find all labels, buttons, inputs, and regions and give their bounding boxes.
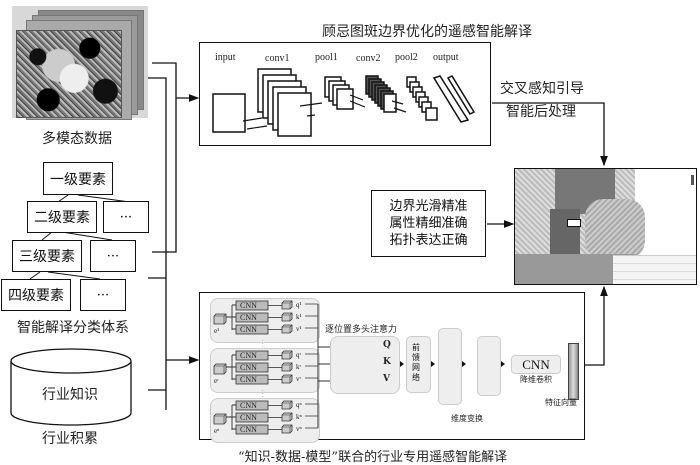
svg-text:·: · [262, 341, 264, 347]
branchn-q: qⁿ [296, 401, 302, 409]
quality-criteria-box: 边界光滑精准 属性精细准确 拓扑表达正确 [371, 190, 486, 257]
dim-transform-block-2 [477, 336, 501, 396]
branchr-e: eʳ [214, 377, 219, 385]
bottom-module-box [199, 292, 585, 440]
taxonomy-level2-more: ··· [103, 201, 149, 233]
quality-line-topology: 拓扑表达正确 [389, 233, 468, 248]
dim-transform-block-1 [438, 328, 462, 405]
bottom-module-caption: “知识-数据-模型”联合的行业专用遥感智能解译 [238, 450, 508, 465]
multimodal-data-label: 多模态数据 [42, 131, 112, 147]
map-legend [613, 255, 696, 284]
top-module-box [199, 42, 491, 146]
svg-text:·: · [262, 394, 264, 400]
branch1-e: e¹ [214, 327, 220, 335]
branch1-v: v¹ [296, 325, 302, 333]
v-label: V [383, 374, 390, 384]
taxonomy-level4: 四级要素 [1, 279, 71, 311]
attention-label: 逐位置多头注意力 [325, 325, 398, 335]
branchr-cnn-v: CNN [240, 375, 257, 384]
flow-arrow [400, 361, 404, 367]
ffn-label: 前馈网络 [412, 343, 420, 382]
taxonomy-caption: 智能解译分类体系 [17, 320, 129, 336]
layer-label-pool1: pool1 [315, 52, 338, 63]
qkv-group [330, 336, 400, 394]
branch1-cnn-v: CNN [240, 325, 257, 334]
dim-transform-label: 维度变换 [451, 414, 483, 423]
branchr-cnn-q: CNN [240, 351, 257, 360]
branch1-q: q¹ [296, 301, 302, 309]
reduce-cnn-block: CNN [511, 355, 561, 374]
postprocess-label-line2: 智能后处理 [506, 104, 576, 120]
branchr-v: vʳ [296, 375, 302, 383]
branchn-e: eⁿ [214, 427, 220, 435]
branch1-cnn-k: CNN [240, 313, 257, 322]
branchn-cnn-q: CNN [240, 401, 257, 410]
layer-label-output: output [433, 52, 459, 63]
postprocess-label-line1: 交叉感知引导 [500, 81, 584, 97]
taxonomy-level1: 一级要素 [43, 162, 113, 195]
branch1-k: k¹ [296, 313, 302, 321]
feedforward-network-block [406, 336, 431, 393]
layer-label-conv1: conv1 [265, 53, 290, 64]
layer-label-pool2: pool2 [395, 52, 418, 63]
branchr-cnn-k: CNN [240, 363, 257, 372]
branchn-k: kⁿ [296, 413, 302, 421]
quality-line-boundary: 边界光滑精准 [389, 199, 468, 214]
reduce-conv-label: 降维卷积 [520, 375, 552, 384]
quality-line-attribute: 属性精细准确 [389, 216, 468, 231]
taxonomy-level3: 三级要素 [12, 240, 82, 272]
svg-text:·: · [262, 391, 264, 397]
flow-arrow [431, 361, 435, 367]
branchn-cnn-k: CNN [240, 413, 257, 422]
branchr-k: kʳ [296, 363, 302, 371]
feature-vector-label: 特征向量 [545, 398, 577, 407]
layer-label-input: input [215, 52, 236, 63]
taxonomy-level2: 二级要素 [27, 201, 97, 233]
branchn-input-cube [213, 413, 227, 425]
result-map-image [514, 168, 697, 285]
branchn-cnn-v: CNN [240, 425, 257, 434]
taxonomy-level3-more: ··· [90, 240, 136, 272]
taxonomy-level4-more: ··· [80, 279, 126, 311]
branchr-q: qʳ [296, 351, 302, 359]
svg-text:·: · [262, 344, 264, 350]
layer-label-conv2: conv2 [356, 53, 381, 64]
branchn-v: vⁿ [296, 425, 302, 433]
feature-vector-bar [568, 343, 579, 400]
q-label: Q [383, 340, 391, 350]
flow-arrow [501, 361, 505, 367]
reduce-cnn-label: CNN [522, 356, 550, 372]
knowledge-db-label: 行业知识 [42, 387, 98, 403]
flow-arrow [462, 361, 466, 367]
multimodal-data-image [12, 6, 148, 120]
branch1-input-cube [213, 313, 227, 325]
svg-text:·: · [262, 388, 264, 394]
branchr-input-cube [213, 363, 227, 375]
branch1-cnn-q: CNN [240, 301, 257, 310]
knowledge-caption: 行业积累 [42, 431, 98, 447]
k-label: K [383, 357, 391, 367]
top-module-title: 顾忌图斑边界优化的遥感智能解译 [322, 24, 532, 40]
svg-text:·: · [262, 338, 264, 344]
